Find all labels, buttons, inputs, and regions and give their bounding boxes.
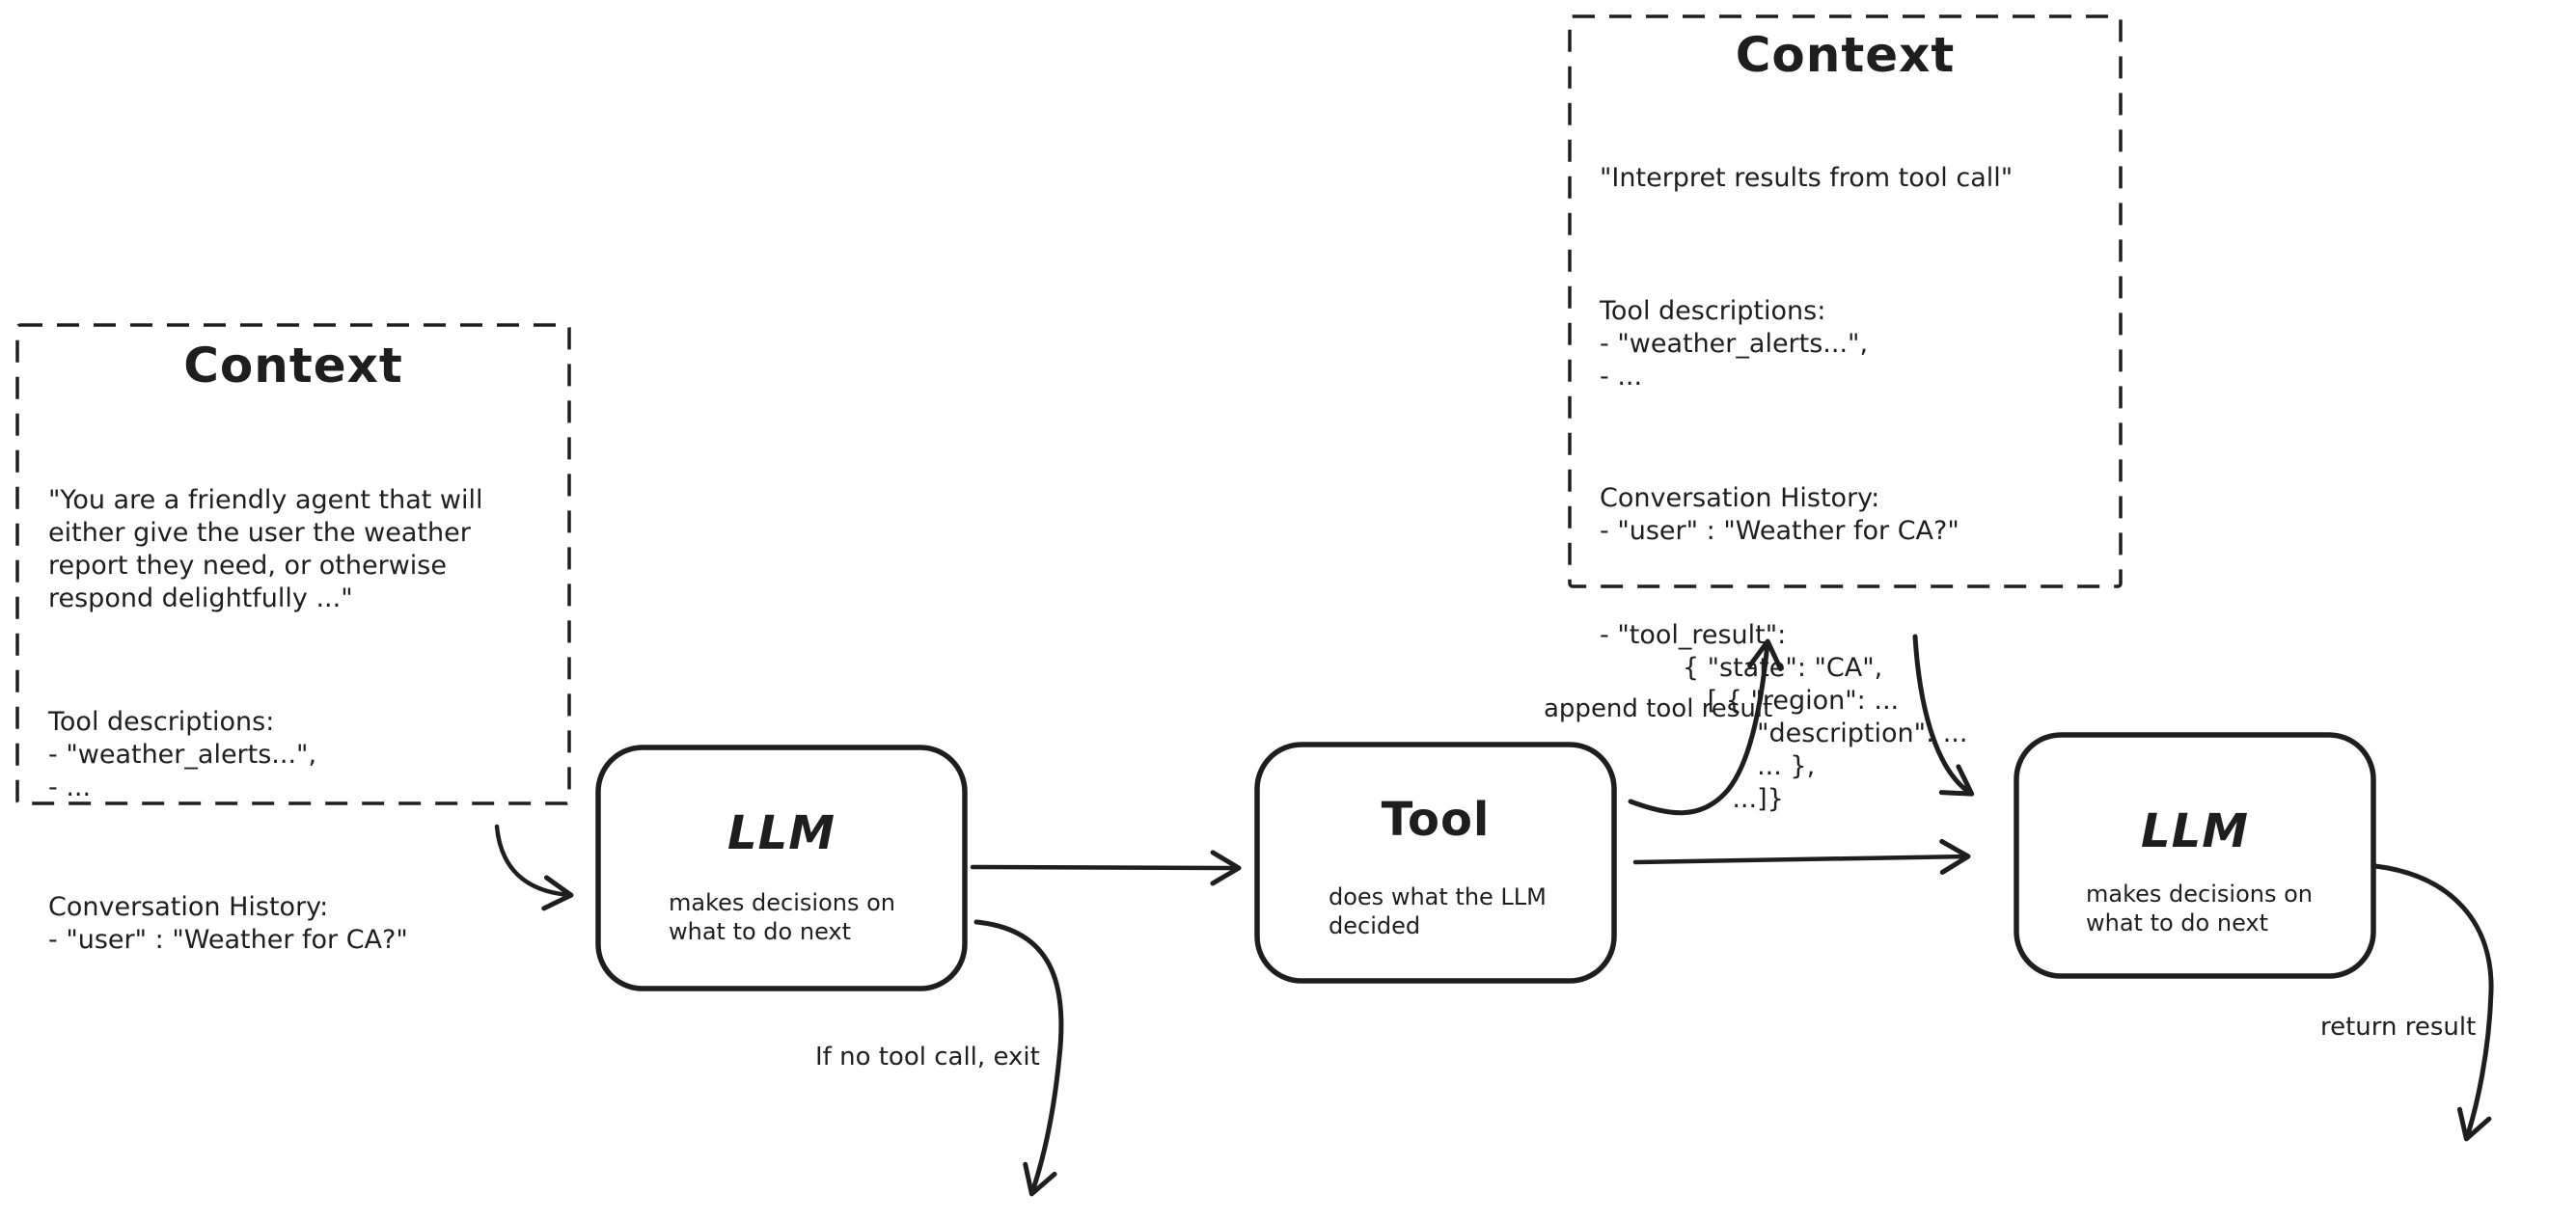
arrow-llm1-exit	[973, 919, 1064, 1197]
context-left-conversation-history: Conversation History: - "user" : "Weathe…	[48, 892, 408, 955]
edge-label-return-result: return result	[2320, 1013, 2477, 1042]
tool-node-box	[1254, 742, 1617, 984]
llm1-title: LLM	[727, 806, 836, 860]
context-right-conversation-history: Conversation History: - "user" : "Weathe…	[1600, 483, 1959, 546]
context-left-system-prompt: "You are a friendly agent that will eith…	[48, 485, 483, 613]
context-left-box	[15, 323, 571, 805]
llm2-title: LLM	[2141, 804, 2249, 858]
context-left-body: "You are a friendly agent that will eith…	[48, 419, 560, 1022]
arrow-tool-to-llm2	[1632, 838, 1971, 875]
arrow-context-left-to-llm1	[494, 824, 574, 911]
llm1-subtitle: makes decisions on what to do next	[669, 889, 895, 945]
edge-label-if-no-tool-call-exit: If no tool call, exit	[815, 1043, 1040, 1072]
edge-label-append-tool-result: append tool result	[1544, 694, 1773, 723]
context-right-box	[1568, 14, 2123, 588]
tool-subtitle: does what the LLM decided	[1329, 883, 1547, 939]
context-right-tool-descriptions: Tool descriptions: - "weather_alerts..."…	[1600, 296, 1869, 392]
arrow-tool-to-context-right	[1628, 638, 1783, 816]
llm2-node-box	[2014, 732, 2376, 979]
llm2-subtitle: makes decisions on what to do next	[2086, 881, 2313, 936]
context-left-title: Context	[183, 338, 403, 393]
context-left-tool-descriptions: Tool descriptions: - "weather_alerts..."…	[48, 707, 317, 802]
context-right-tool-result: - "tool_result": { "state": "CA", [ { "r…	[1600, 620, 1968, 814]
context-right-title: Context	[1735, 27, 1956, 83]
arrow-llm1-to-tool	[970, 850, 1242, 886]
tool-title: Tool	[1381, 793, 1491, 847]
arrow-llm2-return-result	[2372, 863, 2494, 1142]
context-right-body: "Interpret results from tool call" Tool …	[1600, 96, 2111, 882]
arrow-context-right-to-llm2	[1912, 634, 1975, 797]
context-right-system-prompt: "Interpret results from tool call"	[1600, 163, 2014, 193]
llm1-node-box	[595, 745, 968, 991]
